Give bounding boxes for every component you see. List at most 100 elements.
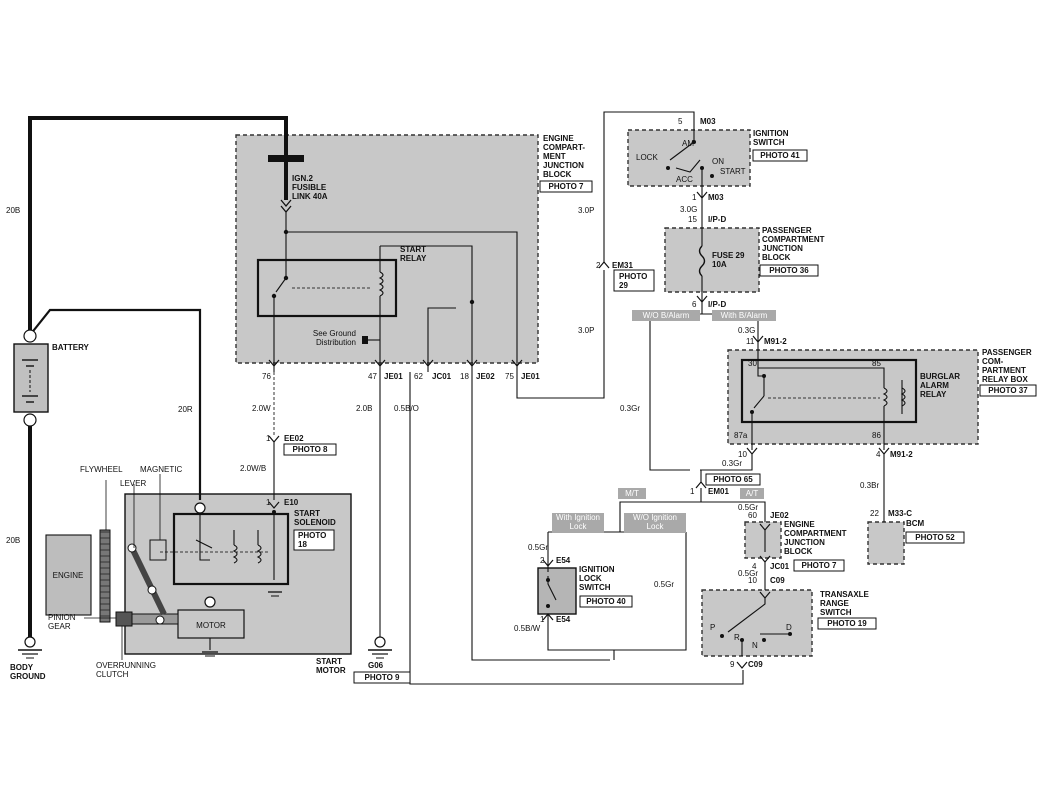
relay-box-label-line-3: PARTMENT bbox=[982, 366, 1026, 375]
engine-junction-label-line-4: JUNCTION bbox=[543, 161, 584, 170]
pin-ee02: 1 bbox=[266, 434, 271, 443]
conn-jc01b: JC01 bbox=[770, 562, 790, 571]
tag-with-ign-lock-line-2: Lock bbox=[570, 522, 588, 531]
flywheel-icon bbox=[99, 529, 111, 623]
conn-je01-b: JE01 bbox=[521, 372, 540, 381]
tag-wo-ign-lock-line-1: W/O Ignition bbox=[633, 513, 677, 522]
fusible-link-label-line-3: LINK 40A bbox=[292, 192, 328, 201]
gear-r: R bbox=[734, 633, 740, 642]
fusible-link-label-line-2: FUSIBLE bbox=[292, 183, 327, 192]
pin-m33c: 22 bbox=[870, 509, 879, 518]
engine-compartment-junction-block bbox=[235, 134, 539, 364]
bcm-label: BCM bbox=[906, 519, 925, 528]
conn-em01: EM01 bbox=[708, 487, 729, 496]
wire-0-5bw: 0.5B/W bbox=[514, 624, 541, 633]
ee02-photo: PHOTO 8 bbox=[293, 445, 329, 454]
magnetic-label: MAGNETIC bbox=[140, 465, 182, 474]
pin-87a: 87a bbox=[734, 431, 748, 440]
ign-lock: LOCK bbox=[636, 153, 658, 162]
start-motor-label-line-1: START bbox=[316, 657, 342, 666]
conn-jc01: JC01 bbox=[432, 372, 452, 381]
burglar-relay-label-line-3: RELAY bbox=[920, 390, 947, 399]
start-solenoid-label-line-1: START bbox=[294, 509, 320, 518]
transaxle-label-line-1: TRANSAXLE bbox=[820, 590, 870, 599]
pin-e54-bot: 1 bbox=[540, 615, 545, 624]
ign-lock-switch-label-line-1: IGNITION bbox=[579, 565, 615, 574]
wire-0-5gr-d: 0.5Gr bbox=[738, 569, 758, 578]
em31-photo-line-1: PHOTO bbox=[619, 272, 647, 281]
pin-m91-bot-l: 10 bbox=[738, 450, 747, 459]
transaxle-label-line-2: RANGE bbox=[820, 599, 850, 608]
g06-photo: PHOTO 9 bbox=[365, 673, 401, 682]
conn-je02: JE02 bbox=[476, 372, 495, 381]
ground-distribution-label-line-1: See Ground bbox=[313, 329, 356, 338]
tag-wo-ign-lock-line-2: Lock bbox=[647, 522, 665, 531]
fuse29-label-line-1: FUSE 29 bbox=[712, 251, 745, 260]
engine-junction2-label-line-3: JUNCTION bbox=[784, 538, 825, 547]
overrunning-label-line-1: OVERRUNNING bbox=[96, 661, 156, 670]
ign-am: AM bbox=[682, 139, 694, 148]
transaxle-photo: PHOTO 19 bbox=[827, 619, 867, 628]
solenoid-photo-line-1: PHOTO bbox=[298, 531, 326, 540]
jc01-photo: PHOTO 7 bbox=[802, 561, 838, 570]
transaxle-range-switch-box bbox=[701, 589, 813, 657]
motor-label: MOTOR bbox=[196, 621, 226, 630]
engine-junction-label-line-3: MENT bbox=[543, 152, 566, 161]
relay-box-photo: PHOTO 37 bbox=[988, 386, 1028, 395]
engine-junction2-label-line-1: ENGINE bbox=[784, 520, 815, 529]
ign-lock-switch-label-line-2: LOCK bbox=[579, 574, 602, 583]
start-relay-label-line-1: START bbox=[400, 245, 426, 254]
ignition-photo: PHOTO 41 bbox=[760, 151, 800, 160]
tag-wo-balarm: W/O B/Alarm bbox=[643, 311, 690, 320]
pin-m91-top: 11 bbox=[746, 337, 755, 346]
conn-e54-top: E54 bbox=[556, 556, 571, 565]
pin-76: 76 bbox=[262, 372, 271, 381]
conn-em31: EM31 bbox=[612, 261, 633, 270]
passenger-junction-label-line-4: BLOCK bbox=[762, 253, 791, 262]
engine-junction-photo: PHOTO 7 bbox=[549, 182, 585, 191]
motor-symbol bbox=[177, 609, 245, 639]
ground-distribution-label-line-2: Distribution bbox=[316, 338, 356, 347]
wire-20r: 20R bbox=[178, 405, 193, 414]
engine-junction2-label-line-4: BLOCK bbox=[784, 547, 813, 556]
wire-0-3br: 0.3Br bbox=[860, 481, 879, 490]
wire-2-0w: 2.0W bbox=[252, 404, 271, 413]
pin-jc01b: 4 bbox=[752, 562, 757, 571]
fuse-29-icon bbox=[698, 245, 706, 277]
wire-3-0g: 3.0G bbox=[680, 205, 697, 214]
em01-photo: PHOTO 65 bbox=[713, 475, 753, 484]
body-ground-icon bbox=[24, 636, 36, 648]
start-relay-symbol bbox=[256, 258, 398, 318]
pin-e54-top: 2 bbox=[540, 556, 545, 565]
wire-0-5gr-b: 0.5Gr bbox=[654, 580, 674, 589]
ign-acc: ACC bbox=[676, 175, 693, 184]
gear-p: P bbox=[710, 623, 715, 632]
em31-photo-line-2: 29 bbox=[619, 281, 628, 290]
conn-e54-bot: E54 bbox=[556, 615, 571, 624]
pin-m03-top: 5 bbox=[678, 117, 683, 126]
solenoid-photo-line-2: 18 bbox=[298, 540, 307, 549]
engine-block bbox=[45, 534, 92, 616]
pin-62: 62 bbox=[414, 372, 423, 381]
conn-m03-bot: M03 bbox=[708, 193, 724, 202]
ignition-lock-switch-box bbox=[537, 567, 577, 615]
gear-n: N bbox=[752, 641, 758, 650]
engine-junction-label-line-1: ENGINE bbox=[543, 134, 574, 143]
lever-icon bbox=[129, 546, 167, 616]
pin-ipd-bot: 6 bbox=[692, 300, 697, 309]
conn-m91-2-bot: M91-2 bbox=[890, 450, 913, 459]
ignition-switch-label-line-1: IGNITION bbox=[753, 129, 789, 138]
pin-30: 30 bbox=[748, 359, 757, 368]
pin-m03-bot: 1 bbox=[692, 193, 697, 202]
ignition-switch-box bbox=[627, 129, 751, 187]
tag-with-balarm: With B/Alarm bbox=[721, 311, 768, 320]
ign-lock-photo: PHOTO 40 bbox=[586, 597, 626, 606]
relay-box-label-line-2: COM- bbox=[982, 357, 1004, 366]
overrunning-label-line-2: CLUTCH bbox=[96, 670, 129, 679]
pin-e10: 1 bbox=[266, 498, 271, 507]
wire-3-0p-a: 3.0P bbox=[578, 206, 594, 215]
pin-86: 86 bbox=[872, 431, 881, 440]
pin-c09-top: 10 bbox=[748, 576, 757, 585]
pinion-label-line-2: GEAR bbox=[48, 622, 71, 631]
